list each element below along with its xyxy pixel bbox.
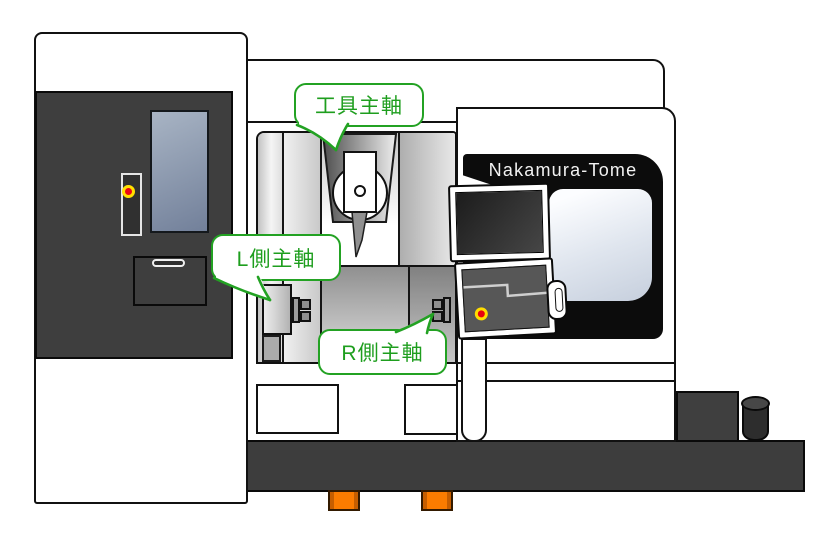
pendant-key-panel xyxy=(461,264,550,333)
leveling-foot xyxy=(328,490,360,511)
callout-right-spindle-label: R側主軸 xyxy=(341,342,424,365)
left-chuck-jaw xyxy=(300,311,311,322)
pendant-keyboard-unit xyxy=(453,257,558,340)
cabinet-display-screen xyxy=(150,110,209,233)
side-cylinder-cap xyxy=(741,396,770,411)
machine-base xyxy=(245,440,805,492)
callout-tool-spindle-label: 工具主軸 xyxy=(315,95,403,118)
enclosure-seam-line xyxy=(457,362,675,364)
right-chuck-jaw xyxy=(432,311,443,322)
right-spindle-chuck xyxy=(443,297,451,323)
enclosure-seam-line xyxy=(457,380,675,382)
callout-left-spindle-label: L側主軸 xyxy=(236,247,316,271)
pendant-handle xyxy=(545,279,569,321)
left-spindle-base xyxy=(262,335,281,362)
lower-access-door-left xyxy=(256,384,339,434)
chamber-back-wall-upper-right xyxy=(398,133,455,265)
cabinet-door-handle xyxy=(152,259,185,267)
left-spindle-block xyxy=(262,284,292,335)
side-unit-block xyxy=(676,391,739,442)
lower-access-door-right xyxy=(404,384,458,435)
viewing-window xyxy=(549,189,652,301)
panel-contour-line xyxy=(463,283,550,298)
brand-logo-text: Nakamura-Tome xyxy=(488,160,638,180)
pendant-display-unit xyxy=(448,182,551,263)
pendant-handle-hole xyxy=(554,287,564,313)
tool-spindle-center xyxy=(354,185,366,197)
tool-spindle-head xyxy=(343,151,377,213)
left-chuck-jaw xyxy=(300,299,311,310)
callout-right-spindle: R側主軸 xyxy=(318,329,447,375)
left-spindle-chuck xyxy=(292,297,300,323)
cutting-tool-blade xyxy=(351,211,368,258)
cabinet-button-strip xyxy=(121,173,142,236)
right-chuck-jaw xyxy=(432,299,443,310)
callout-left-spindle: L側主軸 xyxy=(211,234,341,281)
emergency-stop-button xyxy=(122,185,135,198)
pendant-screen xyxy=(455,189,544,256)
leveling-foot xyxy=(421,490,453,511)
pendant-support-column xyxy=(461,338,487,442)
callout-tool-spindle: 工具主軸 xyxy=(294,83,424,127)
